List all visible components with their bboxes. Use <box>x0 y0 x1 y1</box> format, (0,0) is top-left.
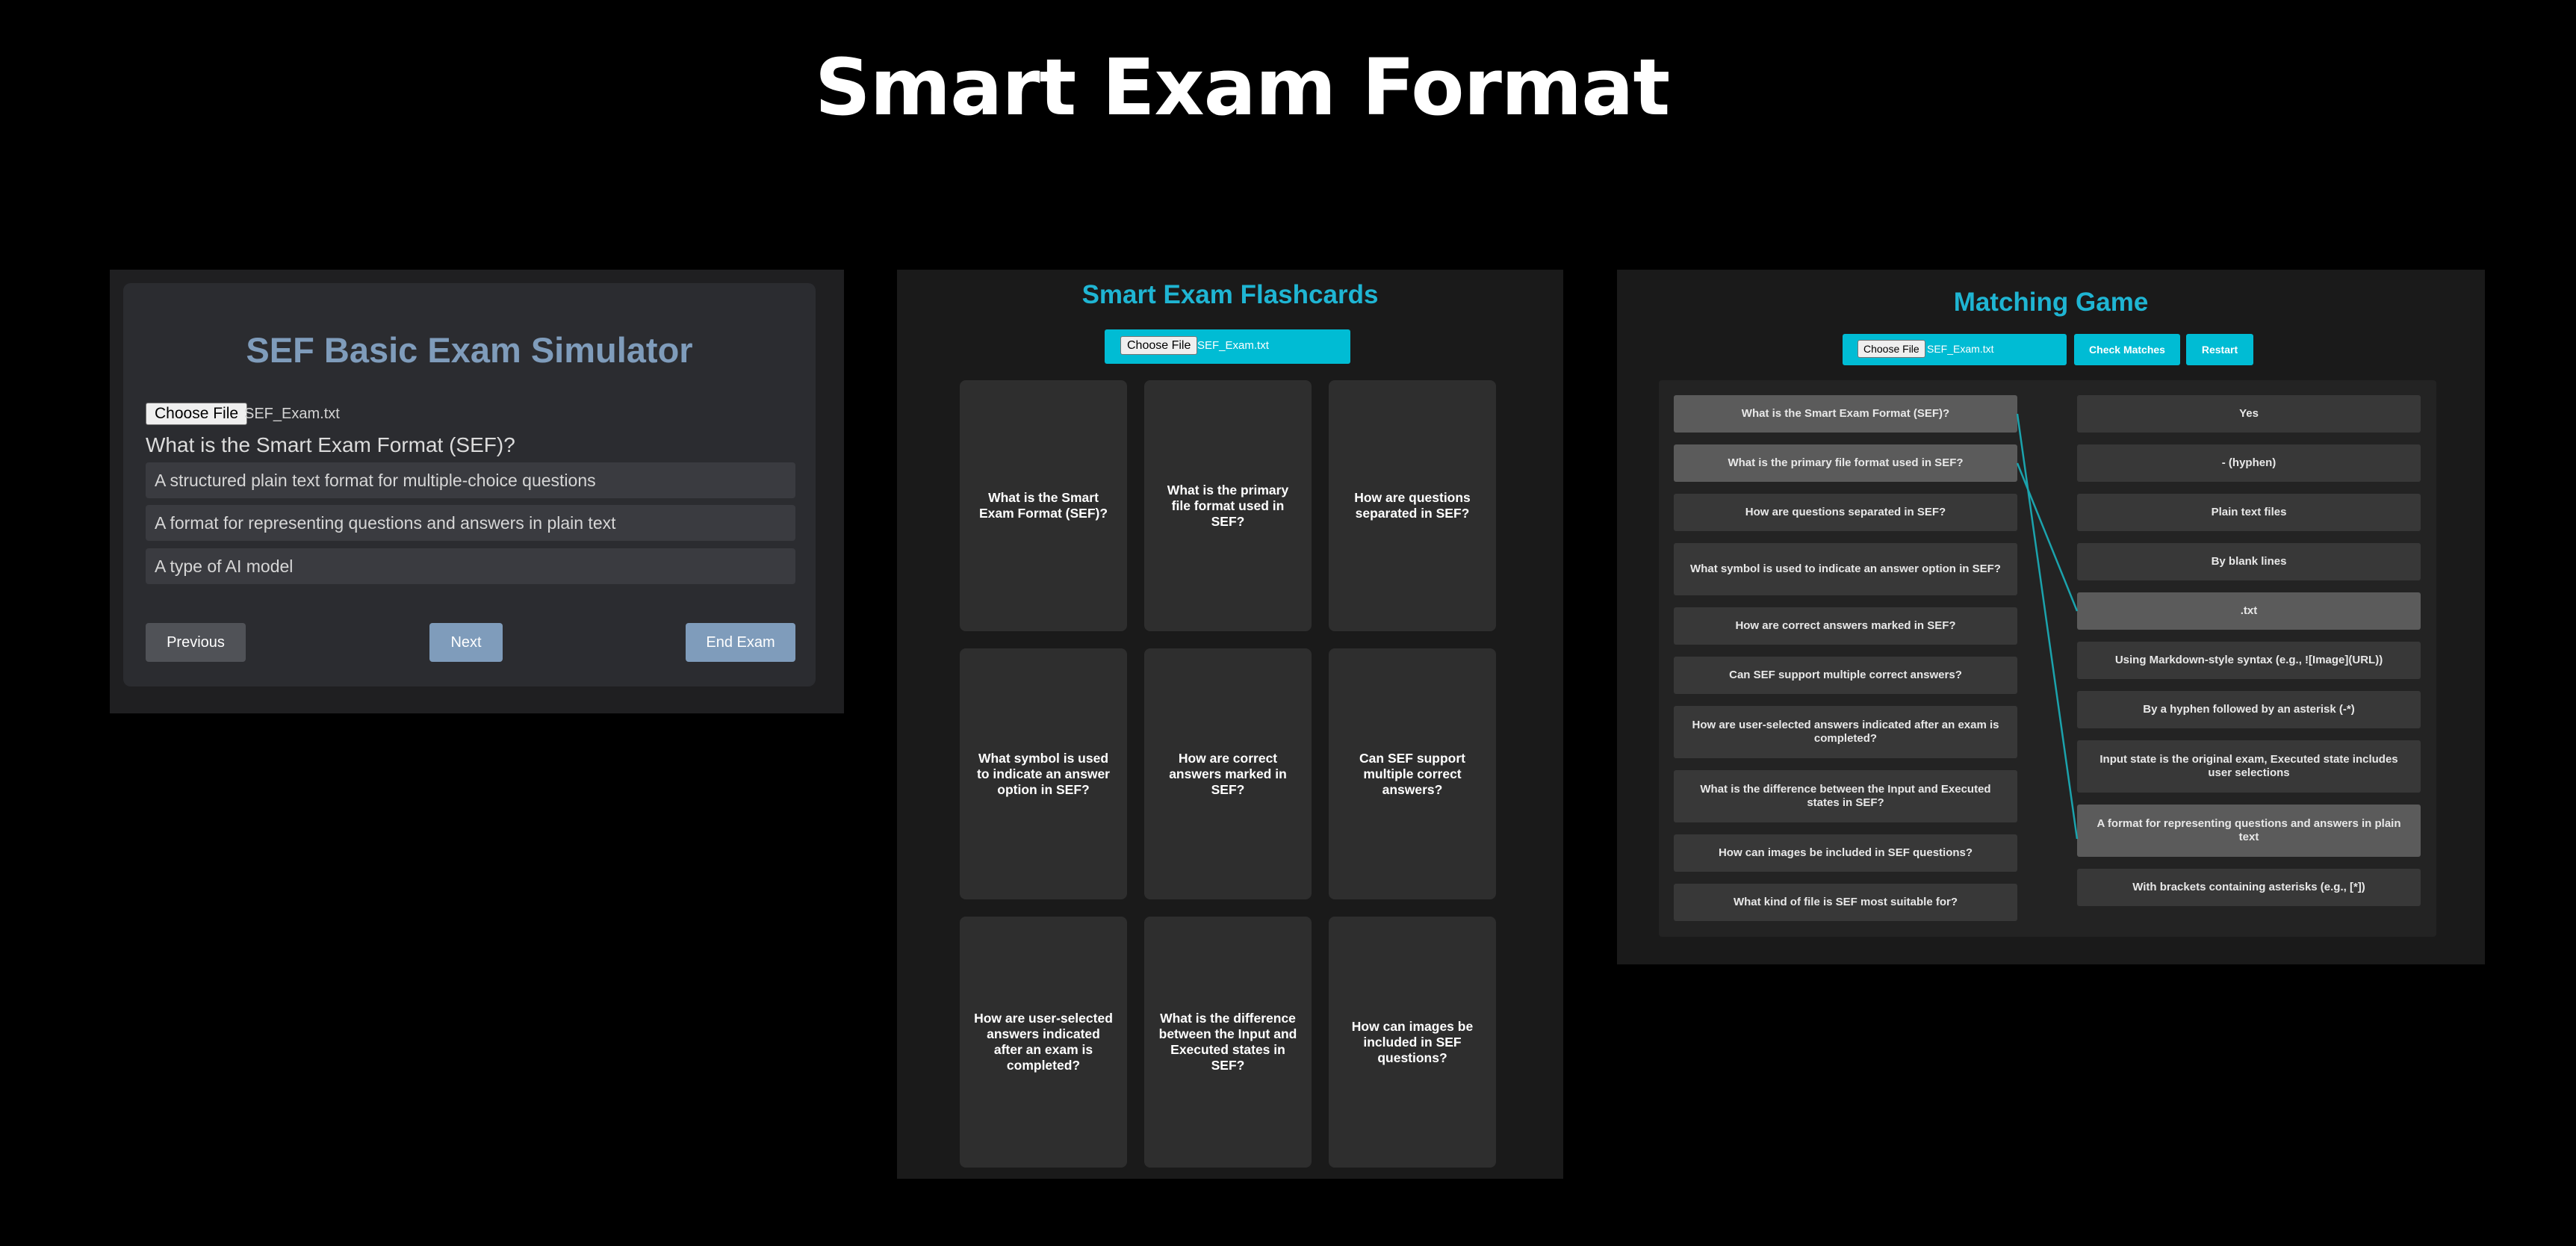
choose-file-button[interactable]: Choose File <box>1857 340 1925 358</box>
selected-file-name: SEF_Exam.txt <box>1927 343 1994 355</box>
match-question[interactable]: What is the primary file format used in … <box>1674 444 2017 482</box>
match-answer[interactable]: Input state is the original exam, Execut… <box>2077 740 2421 793</box>
flashcard[interactable]: What symbol is used to indicate an answe… <box>960 648 1127 899</box>
next-button[interactable]: Next <box>429 623 503 662</box>
flashcard[interactable]: Can SEF support multiple correct answers… <box>1329 648 1496 899</box>
match-question[interactable]: What is the Smart Exam Format (SEF)? <box>1674 395 2017 433</box>
answer-option[interactable]: A structured plain text format for multi… <box>146 462 795 498</box>
flashcard[interactable]: What is the Smart Exam Format (SEF)? <box>960 380 1127 631</box>
flashcards-title: Smart Exam Flashcards <box>1081 280 1379 309</box>
match-question[interactable]: Can SEF support multiple correct answers… <box>1674 657 2017 694</box>
match-answer[interactable]: With brackets containing asterisks (e.g.… <box>2077 869 2421 906</box>
match-question[interactable]: How are questions separated in SEF? <box>1674 494 2017 531</box>
simulator-title: SEF Basic Exam Simulator <box>246 330 693 370</box>
flashcard[interactable]: How are user-selected answers indicated … <box>960 917 1127 1168</box>
flashcard[interactable]: What is the difference between the Input… <box>1144 917 1312 1168</box>
selected-file-name: SEF_Exam.txt <box>1197 339 1269 352</box>
flashcard[interactable]: How are correct answers marked in SEF? <box>1144 648 1312 899</box>
restart-button[interactable]: Restart <box>2186 334 2253 365</box>
match-question[interactable]: How are correct answers marked in SEF? <box>1674 607 2017 645</box>
previous-button[interactable]: Previous <box>146 623 246 662</box>
match-question[interactable]: What symbol is used to indicate an answe… <box>1674 543 2017 595</box>
exam-simulator-panel: SEF Basic Exam Simulator Choose File SEF… <box>110 270 844 713</box>
match-question[interactable]: What is the difference between the Input… <box>1674 770 2017 822</box>
choose-file-button[interactable]: Choose File <box>1120 336 1198 355</box>
match-answer[interactable]: Plain text files <box>2077 494 2421 531</box>
flashcards-panel: Smart Exam Flashcards Choose File SEF_Ex… <box>897 270 1563 1179</box>
flashcard[interactable]: How can images be included in SEF questi… <box>1329 917 1496 1168</box>
matching-board: What is the Smart Exam Format (SEF)? Wha… <box>1659 380 2436 937</box>
answer-option[interactable]: A format for representing questions and … <box>146 505 795 541</box>
match-answer[interactable]: By a hyphen followed by an asterisk (-*) <box>2077 691 2421 728</box>
match-answer[interactable]: By blank lines <box>2077 543 2421 580</box>
match-question[interactable]: How are user-selected answers indicated … <box>1674 706 2017 758</box>
end-exam-button[interactable]: End Exam <box>686 623 795 662</box>
match-question[interactable]: How can images be included in SEF questi… <box>1674 834 2017 872</box>
answer-option[interactable]: A type of AI model <box>146 548 795 584</box>
match-answer[interactable]: A format for representing questions and … <box>2077 805 2421 857</box>
file-input-bar[interactable]: Choose File SEF_Exam.txt <box>1105 329 1350 364</box>
question-text: What is the Smart Exam Format (SEF)? <box>146 433 515 456</box>
page-title: Smart Exam Format <box>814 42 1670 133</box>
exam-simulator-card: SEF Basic Exam Simulator Choose File SEF… <box>123 283 816 686</box>
match-answer[interactable]: Yes <box>2077 395 2421 433</box>
matching-title: Matching Game <box>1953 288 2149 317</box>
choose-file-button[interactable]: Choose File <box>146 403 248 425</box>
flashcard[interactable]: How are questions separated in SEF? <box>1329 380 1496 631</box>
match-question[interactable]: What kind of file is SEF most suitable f… <box>1674 884 2017 921</box>
selected-file-name: SEF_Exam.txt <box>244 406 340 422</box>
check-matches-button[interactable]: Check Matches <box>2074 334 2180 365</box>
flashcard[interactable]: What is the primary file format used in … <box>1144 380 1312 631</box>
file-input-bar[interactable]: Choose File SEF_Exam.txt <box>1843 334 2067 365</box>
matching-game-panel: Matching Game Choose File SEF_Exam.txt C… <box>1617 270 2485 964</box>
match-answer[interactable]: .txt <box>2077 592 2421 630</box>
match-answer[interactable]: - (hyphen) <box>2077 444 2421 482</box>
match-answer[interactable]: Using Markdown-style syntax (e.g., ![Ima… <box>2077 642 2421 679</box>
